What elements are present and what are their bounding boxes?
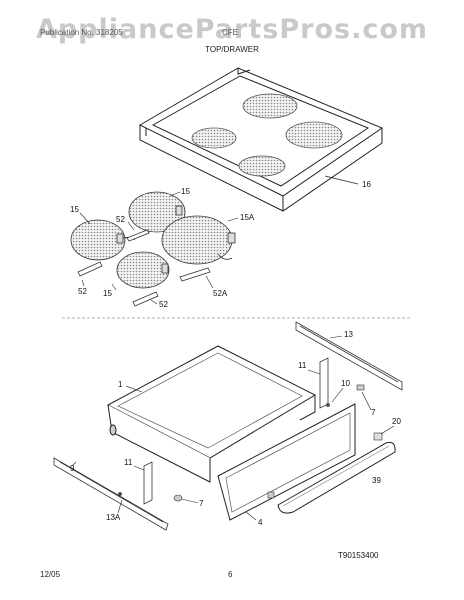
element-brackets-52	[77, 229, 211, 307]
part-label-9: 9	[70, 464, 75, 473]
part-label-1: 1	[118, 380, 123, 389]
leader-11-upper	[307, 369, 321, 375]
leader-11-lower	[133, 465, 145, 471]
radiant-element-15-bottom	[116, 251, 170, 289]
leader-13A	[117, 499, 123, 514]
cooktop-glass-top	[138, 67, 384, 212]
leader-10	[331, 387, 344, 403]
footer-page-number: 6	[228, 570, 233, 579]
part-label-11-upper: 11	[298, 361, 307, 370]
element-leaders	[79, 191, 239, 305]
drawer-slide-11-lower	[143, 461, 153, 505]
footer-date: 12/05	[40, 570, 61, 579]
radiant-element-15-left	[70, 219, 136, 261]
part-label-15-bottom: 15	[103, 289, 112, 298]
part-label-4: 4	[258, 518, 263, 527]
part-label-16: 16	[362, 180, 371, 189]
radiant-element-15-top	[128, 191, 186, 233]
part-label-39: 39	[372, 476, 381, 485]
part-label-15A: 15A	[240, 213, 255, 222]
part-label-52A: 52A	[213, 289, 228, 298]
part-label-15-left: 15	[70, 205, 79, 214]
part-label-52-left: 52	[78, 287, 87, 296]
leader-13	[329, 335, 343, 339]
watermark: AppliancePartsPros.com	[35, 14, 429, 45]
leader-20	[380, 425, 395, 435]
roller-7-lower	[173, 494, 183, 502]
drawer-rail-13A	[53, 457, 169, 531]
clip-20	[373, 432, 383, 441]
part-label-52-bottom: 52	[159, 300, 168, 309]
publication-number: Publication No. 318205	[40, 28, 123, 37]
roller-7-upper	[356, 384, 365, 391]
screw-10	[326, 403, 330, 407]
part-label-52-upper: 52	[116, 215, 125, 224]
drawer-handle-39	[277, 441, 396, 514]
leader-4	[245, 511, 257, 521]
leader-16	[324, 175, 359, 185]
cooktop-elements-outline	[191, 93, 343, 177]
part-label-11-lower: 11	[124, 458, 133, 467]
drawer-front-4	[217, 403, 356, 521]
section-title: TOP/DRAWER	[205, 45, 259, 54]
part-label-7-upper: 7	[371, 408, 376, 417]
part-label-15-top: 15	[181, 187, 190, 196]
part-label-7-lower: 7	[199, 499, 204, 508]
part-label-10: 10	[341, 379, 350, 388]
radiant-element-15A	[161, 215, 236, 265]
leader-7-upper	[361, 391, 372, 411]
part-label-20: 20	[392, 417, 401, 426]
leader-7-lower	[181, 498, 199, 504]
leader-9	[71, 461, 77, 467]
drawer-rail-13	[295, 321, 403, 391]
part-label-13: 13	[344, 330, 353, 339]
drawer-slide-11-upper	[319, 357, 329, 409]
part-label-13A: 13A	[106, 513, 121, 522]
model-number: CFE	[222, 28, 238, 37]
drawer-body-1	[106, 345, 317, 483]
diagram-code: T90153400	[338, 551, 379, 560]
leader-1	[125, 385, 143, 393]
